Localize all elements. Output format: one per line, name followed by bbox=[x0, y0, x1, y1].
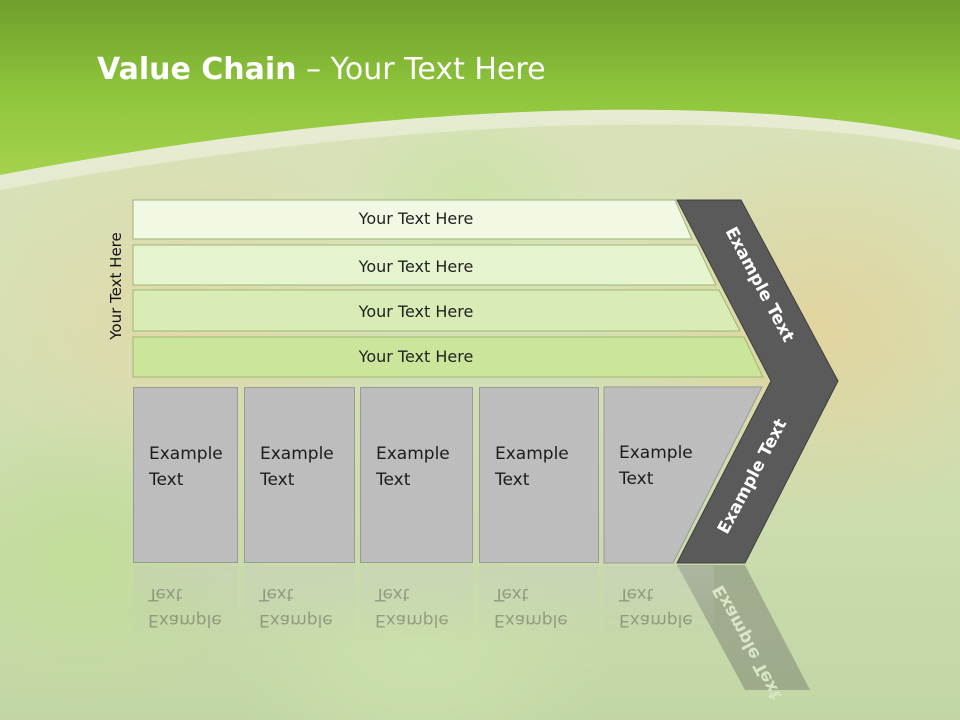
box-3-reflection-line2: Text bbox=[375, 584, 410, 604]
box-1-reflection-inner: Example Text bbox=[133, 566, 238, 686]
box-5-reflection-line1: Example bbox=[619, 610, 693, 630]
box-2-line1: Example bbox=[260, 444, 334, 464]
box-3-line2: Text bbox=[376, 470, 411, 490]
box-4-line2: Text bbox=[495, 470, 530, 490]
title-bold: Value Chain bbox=[97, 52, 297, 87]
box-3-reflection: Example Text bbox=[360, 566, 473, 686]
title-rest: – Your Text Here bbox=[296, 52, 546, 87]
box-4-reflection-line1: Example bbox=[494, 610, 568, 630]
box-1-reflection-line1: Example bbox=[148, 610, 222, 630]
bar-1: Your Text Here bbox=[132, 199, 693, 240]
box-2-line2: Text bbox=[260, 470, 295, 490]
bar-3-label: Your Text Here bbox=[358, 302, 474, 321]
box-4-reflection: Example Text bbox=[479, 566, 599, 686]
box-3-reflection-text: Example Text bbox=[375, 581, 465, 633]
box-2-reflection-text: Example Text bbox=[259, 581, 349, 633]
bar-4: Your Text Here bbox=[132, 336, 764, 378]
slide-title: Value Chain – Your Text Here bbox=[97, 52, 546, 87]
box-3-reflection-inner: Example Text bbox=[360, 566, 473, 686]
box-5-reflection-inner: Example Text bbox=[604, 566, 714, 686]
box-2-reflection: Example Text bbox=[244, 566, 355, 686]
header-band bbox=[0, 0, 960, 190]
box-2-reflection-line2: Text bbox=[259, 584, 294, 604]
box-1-reflection-line2: Text bbox=[148, 584, 183, 604]
box-2-reflection-inner: Example Text bbox=[244, 566, 355, 686]
box-3-reflection-line1: Example bbox=[375, 610, 449, 630]
box-1-reflection-text: Example Text bbox=[148, 581, 238, 633]
box-1-line1: Example bbox=[149, 444, 223, 464]
box-5-reflection-line2: Text bbox=[619, 584, 654, 604]
box-4-line1: Example bbox=[495, 444, 569, 464]
box-4-reflection-line2: Text bbox=[494, 584, 529, 604]
box-3-line1: Example bbox=[376, 444, 450, 464]
box-4-reflection-text: Example Text bbox=[494, 581, 584, 633]
bar-1-label: Your Text Here bbox=[358, 209, 474, 228]
box-5-shape bbox=[603, 386, 763, 564]
bar-3: Your Text Here bbox=[132, 289, 741, 332]
box-1-reflection: Example Text bbox=[133, 566, 238, 686]
box-4-reflection-inner: Example Text bbox=[479, 566, 599, 686]
box-5-reflection-text: Example Text bbox=[619, 581, 709, 633]
bar-2-label: Your Text Here bbox=[358, 257, 474, 276]
bar-4-label: Your Text Here bbox=[358, 347, 474, 366]
box-1-line2: Text bbox=[149, 470, 184, 490]
box-2-reflection-line1: Example bbox=[259, 610, 333, 630]
bar-2: Your Text Here bbox=[132, 244, 717, 286]
box-5-line2: Text bbox=[619, 469, 654, 489]
box-5-line1: Example bbox=[619, 443, 693, 463]
box-5-reflection: Example Text bbox=[604, 566, 714, 686]
